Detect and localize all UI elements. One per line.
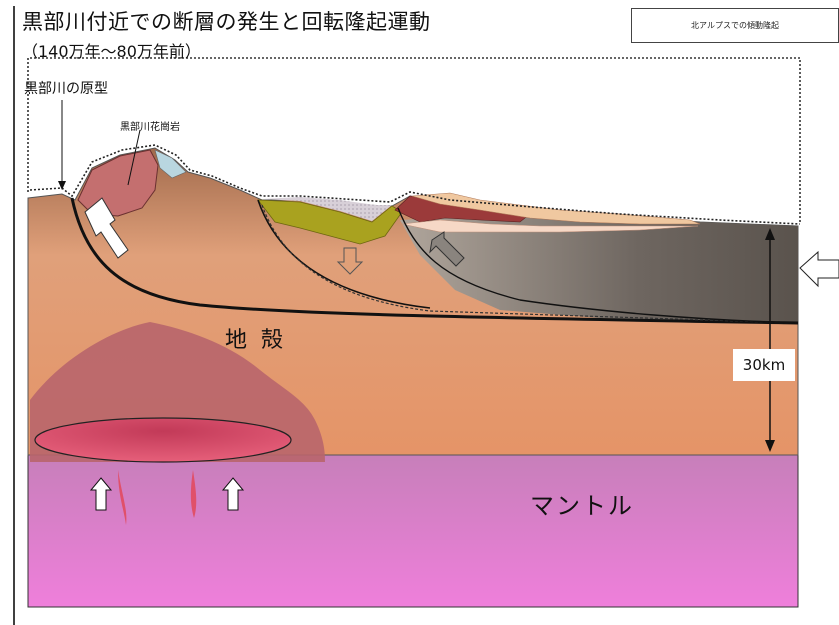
tan-strata: [411, 192, 701, 225]
tilt-arrow: [429, 231, 465, 267]
magma-drip-left: [118, 470, 127, 525]
up-arrow-right: [221, 477, 245, 511]
uplift-arrow: [84, 197, 129, 259]
granite-cap: [154, 149, 187, 179]
pink-strata: [401, 219, 699, 233]
depth-label: 30km: [733, 349, 795, 381]
subsidence-arrow: [336, 247, 364, 275]
kurobe-prototype-label: 黒部川の原型: [24, 81, 108, 97]
dotted-sediment: [262, 197, 392, 221]
depth-arrow-head-top: [765, 228, 775, 240]
mantle-label: マントル: [530, 492, 634, 520]
prototype-pointer-head: [58, 181, 66, 190]
magma-chamber: [34, 417, 292, 463]
right-fault-line: [397, 207, 799, 324]
diagram-subtitle: （140万年〜80万年前）: [22, 42, 201, 61]
caption-box: 北アルプスでの傾動隆起: [631, 8, 839, 43]
former-surface-dotted: [27, 57, 801, 224]
granite-pointer-line: [127, 129, 141, 186]
olive-sediment-layer: [257, 199, 403, 245]
up-arrow-left: [89, 477, 113, 511]
crust-label: 地殻: [225, 328, 298, 353]
current-surface-dotted: [29, 144, 801, 225]
tilted-fault-block: [400, 216, 798, 323]
kurobe-granite-label: 黒部川花崗岩: [120, 122, 180, 133]
middle-fault-line: [257, 199, 431, 309]
mantle-layer: [27, 454, 799, 608]
diagram-title: 黒部川付近での断層の発生と回転隆起運動: [22, 10, 431, 34]
middle-fault-dashed: [261, 204, 799, 324]
main-fault-line: [70, 197, 799, 325]
depth-arrow-head-bottom: [765, 440, 775, 452]
magma-drip-right: [190, 470, 197, 518]
compression-arrow: [799, 250, 839, 288]
